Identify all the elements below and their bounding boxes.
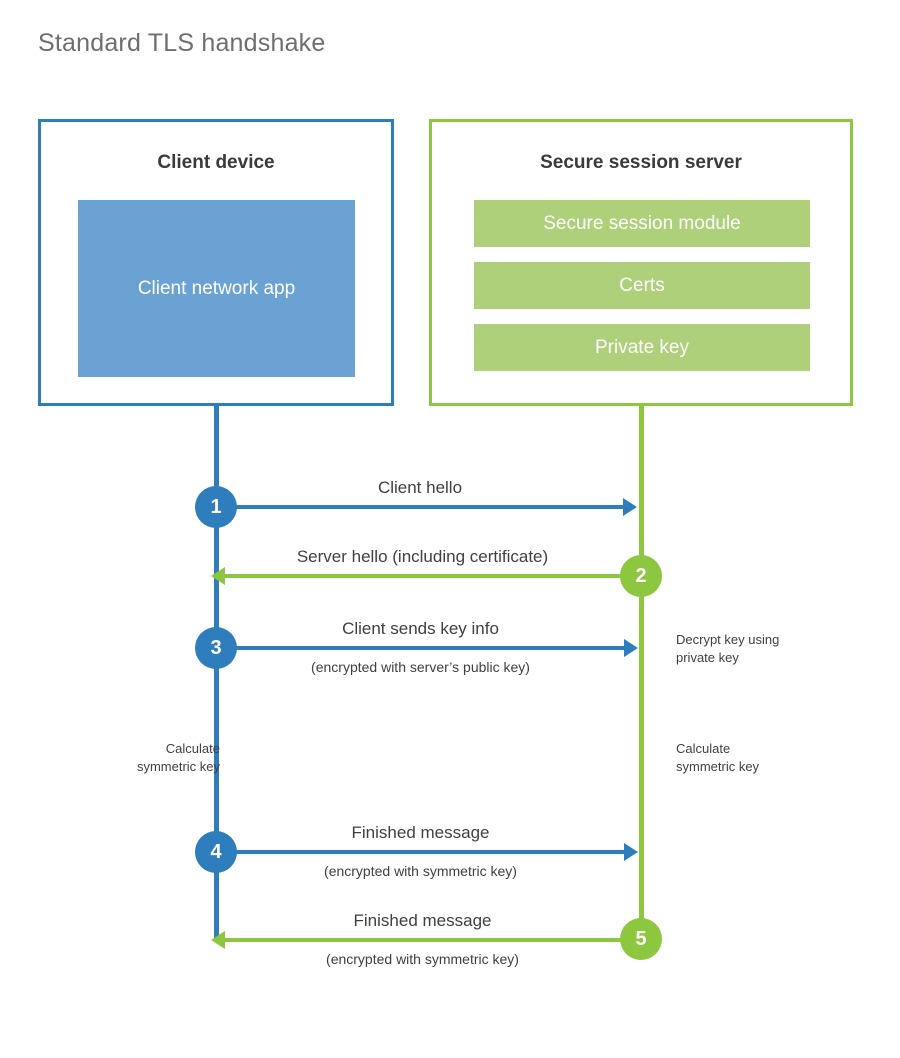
step-badge-2: 2 — [620, 555, 662, 597]
server-block-private-key: Private key — [474, 324, 810, 371]
message-label-primary: Client hello — [377, 478, 463, 497]
secure-session-server-title: Secure session server — [540, 152, 742, 173]
step-badge-4: 4 — [195, 831, 237, 873]
step-badge-5: 5 — [620, 918, 662, 960]
message-arrow-client-key-info: Client sends key info (encrypted with se… — [216, 619, 638, 675]
arrow-shaft — [216, 850, 625, 854]
message-label-primary: Finished message — [351, 823, 490, 842]
client-network-app-block: Client network app — [78, 200, 355, 377]
arrow-head-icon — [211, 931, 225, 949]
note-calculate-symmetric-key-server: Calculate symmetric key — [676, 741, 760, 774]
arrow-head-icon — [623, 498, 637, 516]
arrow-shaft — [224, 938, 621, 942]
server-lifeline — [639, 403, 644, 940]
arrow-shaft — [224, 574, 621, 578]
message-arrow-client-finished: Finished message (encrypted with symmetr… — [216, 823, 638, 879]
arrow-head-icon — [624, 639, 638, 657]
arrow-shaft — [216, 505, 624, 509]
secure-session-server-box: Secure session server Secure session mod… — [429, 119, 853, 406]
note-calculate-symmetric-key-client: Calculate symmetric key — [136, 741, 220, 774]
arrow-head-icon — [624, 843, 638, 861]
server-block-secure-session-module: Secure session module — [474, 200, 810, 247]
step-badge-1: 1 — [195, 486, 237, 528]
server-block-certs: Certs — [474, 262, 810, 309]
client-lifeline — [214, 403, 219, 941]
note-decrypt-key: Decrypt key using private key — [676, 632, 780, 665]
page-title: Standard TLS handshake — [38, 29, 326, 57]
step-badge-3: 3 — [195, 627, 237, 669]
message-label-secondary: (encrypted with symmetric key) — [326, 951, 519, 967]
message-label-secondary: (encrypted with symmetric key) — [324, 863, 517, 879]
message-label-primary: Client sends key info — [342, 619, 499, 638]
message-arrow-client-hello: Client hello — [216, 478, 637, 516]
message-label-primary: Finished message — [353, 911, 492, 930]
message-label-primary: Server hello (including certificate) — [296, 547, 549, 566]
message-label-secondary: (encrypted with server’s public key) — [311, 659, 530, 675]
message-arrow-server-hello: Server hello (including certificate) — [211, 547, 621, 585]
message-arrow-server-finished: Finished message (encrypted with symmetr… — [211, 911, 621, 967]
arrow-shaft — [216, 646, 625, 650]
arrow-head-icon — [211, 567, 225, 585]
client-device-title: Client device — [157, 152, 275, 173]
client-device-box: Client device Client network app — [38, 119, 394, 406]
